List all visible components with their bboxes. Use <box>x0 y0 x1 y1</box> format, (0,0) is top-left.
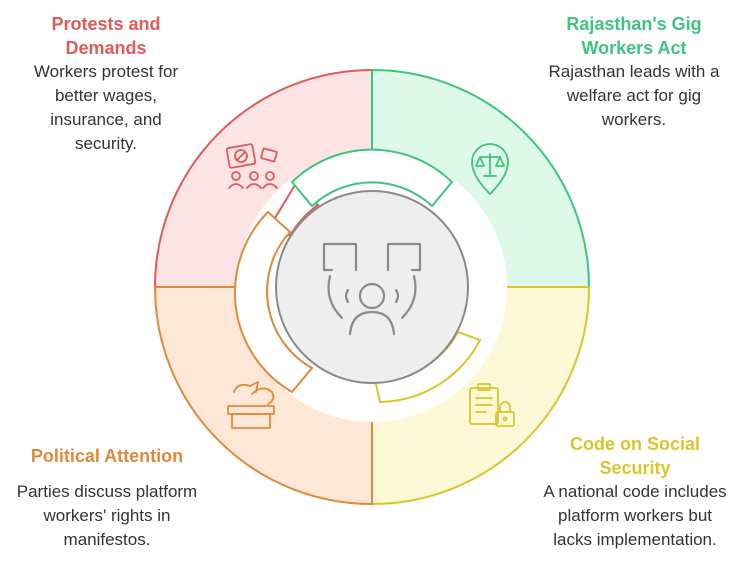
arrow-arc-political <box>233 210 314 394</box>
quadrant-description-protests: Workers protest for better wages, insura… <box>33 62 179 153</box>
quadrant-text-protests: Protests and Demands Workers protest for… <box>20 12 192 156</box>
quadrant-description-code: A national code includes platform worker… <box>543 482 727 549</box>
podium-speech-icon <box>227 381 275 429</box>
protester-with-signs-icon <box>322 242 422 336</box>
quadrant-title-protests: Protests and Demands <box>51 14 161 58</box>
quadrant-title-political: Political Attention <box>30 446 184 466</box>
quadrant-text-code: Code on Social Security A national code … <box>540 432 730 552</box>
quadrant-description-rajasthan: Rajasthan leads with a welfare act for g… <box>548 62 720 129</box>
center-circle <box>275 190 469 384</box>
arrow-arc-rajasthan <box>290 148 454 208</box>
quadrant-description-political: Parties discuss platform workers' rights… <box>16 482 198 549</box>
quadrant-text-rajasthan: Rajasthan's Gig Workers Act Rajasthan le… <box>534 12 734 132</box>
protest-sign-icon <box>225 143 278 189</box>
quadrant-title-rajasthan: Rajasthan's Gig Workers Act <box>566 14 702 58</box>
quadrant-title-code: Code on Social Security <box>569 434 701 478</box>
scales-of-justice-icon <box>471 143 509 195</box>
quadrant-text-political: Political Attention Parties discuss plat… <box>14 444 200 552</box>
locked-clipboard-icon <box>469 383 515 427</box>
